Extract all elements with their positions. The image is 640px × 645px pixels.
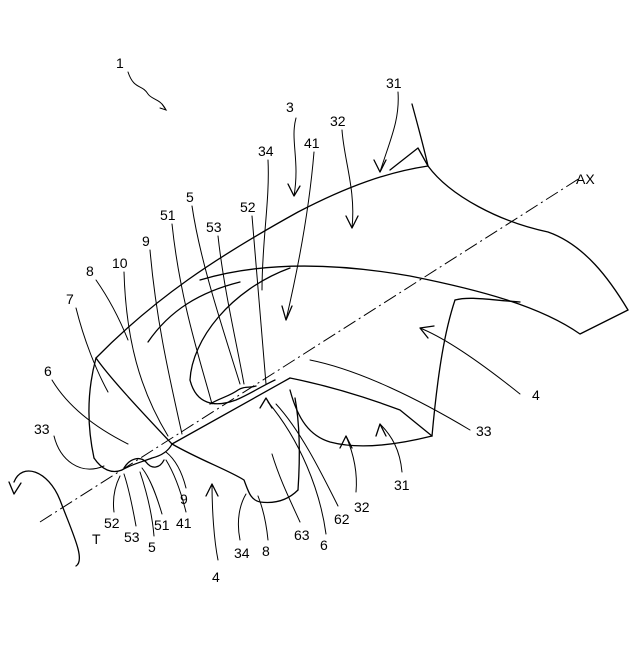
chisel-edge	[172, 378, 290, 444]
label-51-bottom: 51	[154, 517, 170, 533]
label-ax: AX	[576, 171, 595, 187]
leader-53-bottom	[124, 474, 136, 526]
reference-labels: 1 3 31 32 34 41 AX 5 51 52 53 9 10 8 7 6…	[34, 55, 595, 585]
label-31-top: 31	[386, 75, 402, 91]
leader-34-bottom	[238, 494, 246, 540]
leader-51-top	[172, 224, 212, 404]
label-52-top: 52	[240, 199, 256, 215]
cutting-lip-lower	[295, 398, 299, 490]
rotation-arrowhead	[9, 482, 21, 494]
arrow-62	[260, 398, 272, 408]
gash-curve	[190, 380, 275, 404]
label-34-top: 34	[258, 143, 274, 159]
label-8-bottom: 8	[262, 543, 270, 559]
label-52-bottom: 52	[104, 515, 120, 531]
label-1: 1	[116, 55, 124, 71]
leader-51-bottom	[142, 468, 162, 514]
label-33-right: 33	[476, 423, 492, 439]
leader-52-bottom	[113, 476, 120, 512]
leader-62	[276, 404, 338, 506]
leader-33-right	[310, 360, 470, 430]
label-4-right: 4	[532, 387, 540, 403]
arrow-41-top	[282, 306, 292, 320]
label-6-bottom: 6	[320, 537, 328, 553]
leader-31-top	[380, 92, 398, 172]
leader-5-bottom	[140, 472, 154, 536]
label-31-right: 31	[394, 477, 410, 493]
label-53-bottom: 53	[124, 529, 140, 545]
label-9-bottom: 9	[180, 491, 188, 507]
drill-body	[89, 104, 628, 503]
label-6-left: 6	[44, 363, 52, 379]
leader-9-bottom	[166, 452, 186, 488]
label-4-bottom: 4	[212, 569, 220, 585]
leader-9-top	[150, 250, 182, 434]
leader-63	[272, 454, 300, 522]
leader-3	[294, 118, 296, 196]
leader-53-top	[218, 236, 244, 384]
label-5-top: 5	[186, 189, 194, 205]
label-t: T	[92, 531, 101, 547]
label-34-bottom: 34	[234, 545, 250, 561]
leader-10	[124, 272, 168, 436]
leader-34-top	[262, 160, 268, 290]
label-51-top: 51	[160, 207, 176, 223]
arrow-4-right	[420, 326, 434, 338]
label-62: 62	[334, 511, 350, 527]
label-41-top: 41	[304, 135, 320, 151]
face-7-edge	[96, 358, 172, 444]
leader-1	[128, 72, 166, 110]
label-10: 10	[112, 255, 128, 271]
upper-outer-edge	[96, 166, 628, 358]
leader-41-top	[286, 152, 314, 320]
label-7: 7	[66, 291, 74, 307]
margin-bevel	[290, 378, 432, 436]
flute-top-edge	[412, 104, 428, 166]
label-32-top: 32	[330, 113, 346, 129]
leader-4-right	[420, 328, 520, 394]
arrow-31-right	[376, 424, 386, 436]
leader-32-top	[342, 130, 353, 228]
leader-1-head	[160, 104, 166, 110]
leader-33-left	[54, 436, 104, 469]
left-face-edge	[89, 358, 96, 458]
label-32-bottom: 32	[354, 499, 370, 515]
rake-edge-right	[455, 298, 520, 302]
label-63: 63	[294, 527, 310, 543]
leader-32-bottom	[346, 436, 356, 492]
rotation-arrow	[14, 471, 79, 566]
label-33-left: 33	[34, 421, 50, 437]
label-9-top: 9	[142, 233, 150, 249]
chisel-lower-edge	[94, 444, 172, 472]
cutting-face-ridge	[200, 266, 628, 334]
label-41-bottom: 41	[176, 515, 192, 531]
label-8-top: 8	[86, 263, 94, 279]
label-53-top: 53	[206, 219, 222, 235]
label-5-bottom: 5	[148, 539, 156, 555]
right-face-edge	[432, 300, 455, 436]
label-3: 3	[286, 99, 294, 115]
arrow-31-top	[374, 160, 386, 172]
